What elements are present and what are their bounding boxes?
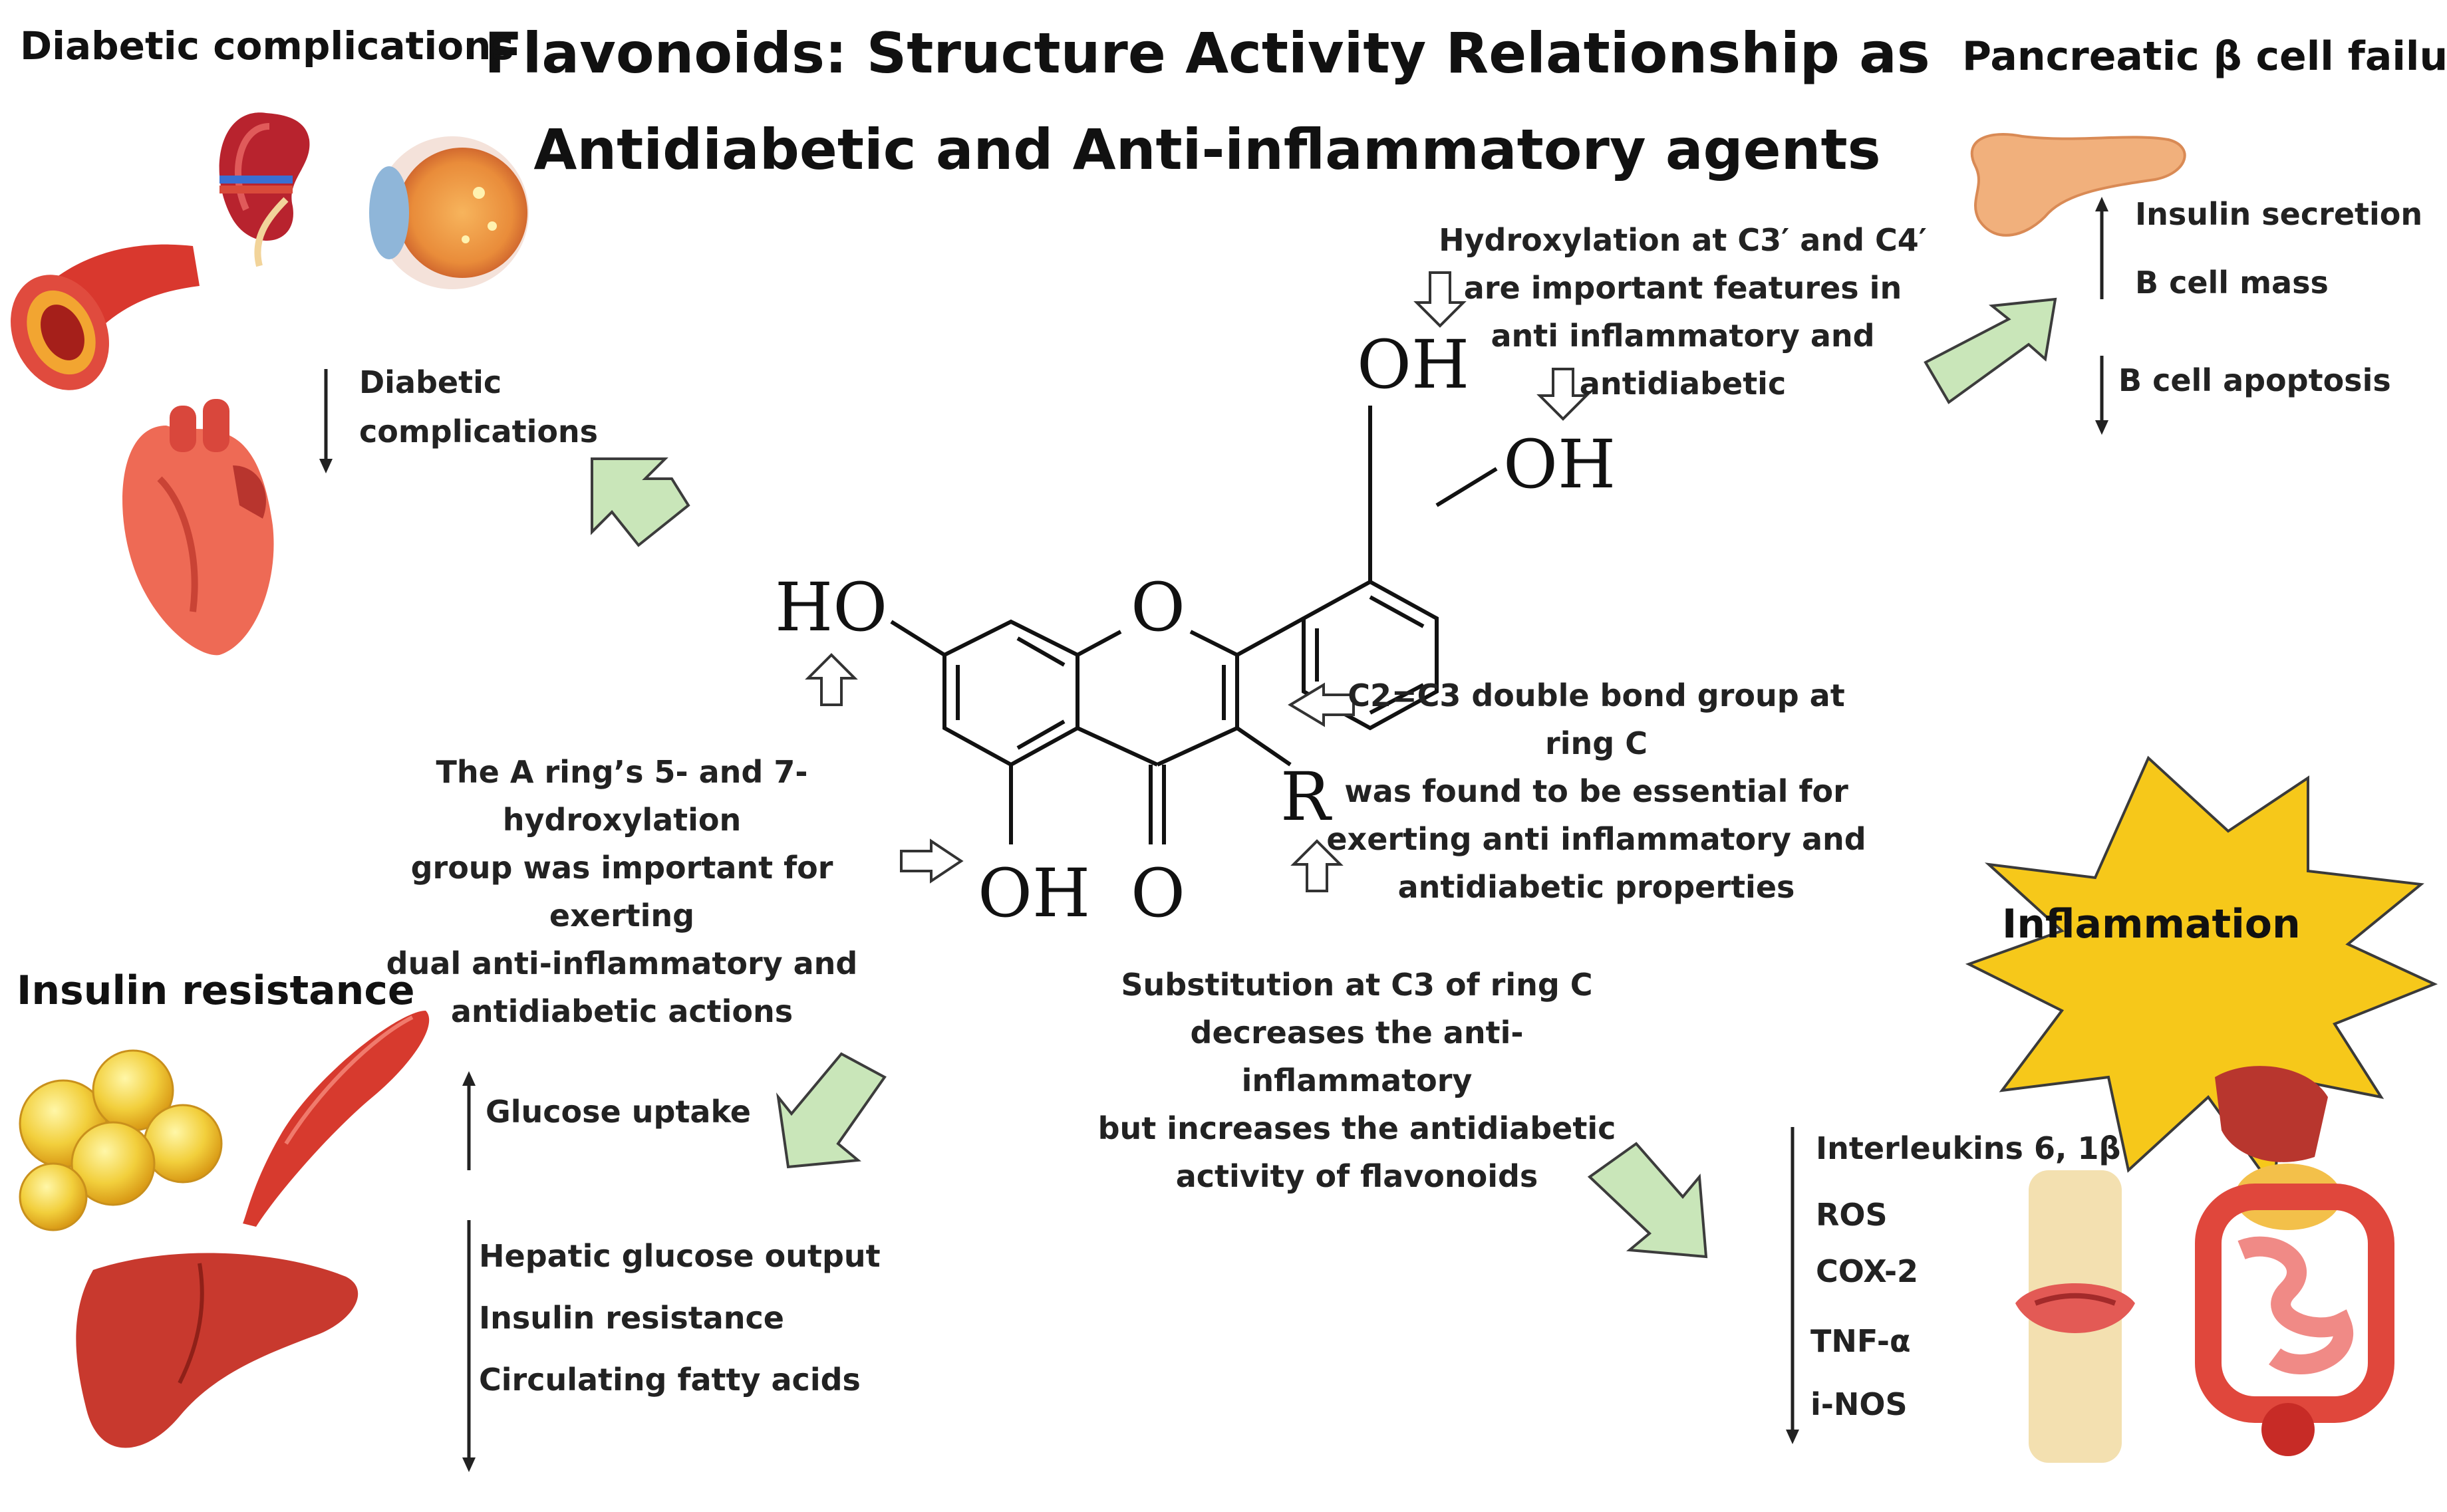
- substitution-note-line: but increases the antidiabetic: [1097, 1110, 1616, 1146]
- c2c3-note-line: C2=C3 double bond group at ring C: [1348, 678, 1845, 761]
- decrease-arrow-insulin-resistance: [462, 1220, 476, 1472]
- carbonyl-oxygen-label: O: [1131, 854, 1185, 932]
- substitution-note-line: activity of flavonoids: [1175, 1158, 1538, 1194]
- hydroxylation-note-line: are important features in: [1463, 270, 1902, 306]
- oh-bottom-label: OH: [978, 854, 1091, 932]
- insulin-resistance-heading: Insulin resistance: [17, 967, 415, 1014]
- substitution-note: Substitution at C3 of ring C decreases t…: [1091, 961, 1623, 1200]
- decrease-arrow-inflammation: [1786, 1127, 1799, 1444]
- increase-arrow-glucose-uptake: [462, 1071, 476, 1170]
- joint-icon: [2015, 1170, 2135, 1463]
- inflammation-item-tnf: TNF-α: [1810, 1323, 1911, 1359]
- inflammation-star-icon: [1965, 755, 2438, 1194]
- green-arrow-inflammation: [1587, 1142, 1708, 1259]
- a-ring-note-line: antidiabetic actions: [450, 993, 793, 1029]
- decrease-arrow-apoptosis: [2095, 356, 2108, 435]
- glucose-uptake-label: Glucose uptake: [486, 1094, 751, 1130]
- kidney-icon: [219, 112, 310, 267]
- decrease-arrow-diabetic-complications: [319, 369, 333, 473]
- a-ring-note-line: The A ring’s 5- and 7-hydroxylation: [436, 754, 808, 838]
- inflammation-label: Inflammation: [2002, 901, 2301, 947]
- inflammation-item-interleukins: Interleukins 6, 1β: [1816, 1130, 2121, 1166]
- green-arrow-pancreatic: [1924, 297, 2057, 404]
- pancreas-icon: [1970, 133, 2186, 237]
- digestive-system-icon: [2195, 1066, 2394, 1456]
- c2c3-note-line: was found to be essential for: [1344, 773, 1848, 809]
- heart-icon: [122, 399, 274, 656]
- green-arrow-diabetic-complications: [591, 457, 690, 547]
- page-title-line-1: Flavonoids: Structure Activity Relations…: [484, 21, 1930, 86]
- hollow-arrow-c2c3: [1288, 682, 1355, 727]
- b-cell-apoptosis-label: B cell apoptosis: [2118, 362, 2391, 398]
- substitution-note-line: Substitution at C3 of ring C: [1121, 967, 1593, 1003]
- hollow-arrow-a-ring-5: [900, 838, 964, 884]
- c2c3-note-line: antidiabetic properties: [1397, 869, 1795, 905]
- r-group-label: R: [1280, 758, 1331, 836]
- insulin-resistance-item-fatty-acids: Circulating fatty acids: [479, 1362, 861, 1398]
- a-ring-note-line: group was important for exerting: [410, 850, 833, 934]
- c2c3-note-line: exerting anti inflammatory and: [1326, 821, 1866, 857]
- hydroxylation-note-line: Hydroxylation at C3′ and C4′: [1439, 222, 1927, 258]
- green-arrow-insulin-resistance: [776, 1052, 887, 1169]
- insulin-resistance-item-resistance: Insulin resistance: [479, 1300, 784, 1336]
- ho-left-label: HO: [775, 568, 888, 646]
- diabetic-complications-text-line-2: complications: [359, 414, 599, 449]
- hollow-arrow-hydroxylation-2: [1536, 368, 1590, 421]
- hollow-arrow-r-group: [1290, 839, 1344, 892]
- muscle-icon: [243, 1011, 430, 1227]
- inflammation-item-cox2: COX-2: [1816, 1253, 1919, 1289]
- liver-icon: [76, 1253, 359, 1448]
- c2c3-note: C2=C3 double bond group at ring C was fo…: [1324, 672, 1869, 911]
- hydroxylation-note-line: antidiabetic: [1579, 366, 1787, 402]
- eye-icon: [369, 136, 529, 289]
- oh-top-label: OH: [1357, 326, 1470, 404]
- insulin-secretion-label: Insulin secretion: [2135, 196, 2423, 232]
- diabetic-complications-heading: Diabetic complications: [20, 23, 514, 68]
- diabetic-complications-text-line-1: Diabetic: [359, 364, 502, 400]
- insulin-resistance-item-hepatic: Hepatic glucose output: [479, 1238, 881, 1274]
- hydroxylation-note: Hydroxylation at C3′ and C4′ are importa…: [1430, 216, 1936, 408]
- substitution-note-line: decreases the anti-inflammatory: [1190, 1015, 1524, 1098]
- a-ring-note: The A ring’s 5- and 7-hydroxylation grou…: [346, 748, 898, 1035]
- ring-oxygen-label: O: [1131, 568, 1185, 646]
- increase-arrow-pancreatic: [2095, 197, 2108, 299]
- page-title-line-2: Antidiabetic and Anti-inflammatory agent…: [533, 117, 1881, 182]
- hollow-arrow-hydroxylation-1: [1413, 271, 1467, 328]
- oh-right-label: OH: [1503, 426, 1616, 503]
- flavonoid-structure: [890, 406, 1498, 844]
- inflammation-item-ros: ROS: [1816, 1197, 1888, 1233]
- fat-cells-icon: [19, 1049, 223, 1231]
- inflammation-item-inos: i-NOS: [1810, 1386, 1908, 1422]
- artery-icon: [11, 244, 200, 390]
- pancreatic-heading: Pancreatic β cell failure: [1962, 33, 2447, 80]
- hydroxylation-note-line: anti inflammatory and: [1491, 318, 1875, 354]
- a-ring-note-line: dual anti-inflammatory and: [386, 945, 858, 981]
- b-cell-mass-label: B cell mass: [2135, 265, 2329, 301]
- hollow-arrow-a-ring-7: [805, 653, 858, 706]
